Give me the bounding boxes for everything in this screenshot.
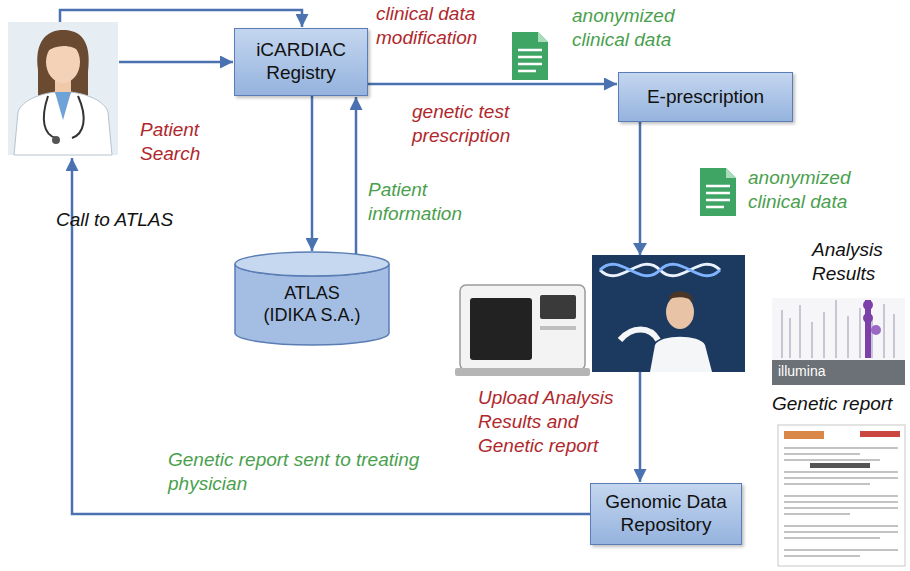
- repository-box: Genomic Data Repository: [590, 483, 742, 545]
- scientist-illustration-part: [668, 291, 694, 302]
- analysis-results-image-part: [772, 298, 905, 385]
- doctor-illustration-part: [8, 22, 118, 155]
- annotation-label: anonymized clinical data: [748, 166, 878, 214]
- node-text: (IDIKA S.A.): [263, 305, 360, 327]
- sequencer-illustration-part: [460, 285, 585, 370]
- document-icon: [512, 32, 548, 80]
- database-cylinder: ATLAS(IDIKA S.A.): [234, 252, 390, 345]
- analysis-results-image-part: [871, 325, 881, 335]
- genetic-report-image-part: [810, 463, 870, 468]
- flow-arrow: [355, 97, 358, 254]
- sequencer-illustration-part: [540, 326, 576, 330]
- registry-box: iCARDIAC Registry: [234, 28, 368, 96]
- sequencer-illustration-part: [455, 368, 590, 376]
- genetic-report-image-part: [860, 431, 900, 437]
- doctor-illustration-part: [46, 40, 80, 52]
- annotation-label: Genetic report: [772, 392, 906, 416]
- document-icon-part: [512, 32, 548, 80]
- flow-arrow: [311, 96, 314, 251]
- flow-arrowhead: [633, 243, 647, 255]
- annotation-label: anonymized clinical data: [572, 4, 702, 52]
- annotation-label: Analysis Results: [812, 238, 904, 286]
- annotation-label: illumina: [778, 363, 868, 381]
- scientist-illustration-part: [600, 264, 720, 276]
- document-icon: [700, 168, 736, 216]
- doctor-illustration-part: [37, 30, 88, 96]
- analysis-results-image-part: [782, 300, 894, 358]
- annotation-label: Patient Search: [140, 118, 232, 166]
- edge-label: genetic test prescription: [412, 100, 562, 148]
- document-icon-part: [518, 50, 542, 71]
- doctor-illustration-part: [14, 92, 112, 155]
- sequencer-illustration-part: [470, 298, 532, 360]
- cylinder-top: [235, 252, 389, 276]
- search-wire: [119, 61, 233, 64]
- doctor-illustration-part: [55, 92, 71, 120]
- document-icon-part: [700, 168, 736, 216]
- sequencer-illustration: [455, 285, 590, 376]
- analysis-results-image: [772, 298, 905, 385]
- process-box: E-prescription: [618, 72, 793, 122]
- node-text: Genomic Data Repository: [597, 491, 735, 537]
- node-text: iCARDIAC Registry: [241, 39, 361, 85]
- scientist-illustration-part: [666, 295, 694, 329]
- genetic-report-image-part: [784, 448, 898, 556]
- node-text: ATLAS: [284, 283, 340, 305]
- doctor-illustration-part: [44, 96, 84, 138]
- genetic-report-image-part: [784, 431, 824, 439]
- document-icon-part: [706, 186, 730, 207]
- annotation-label: clinical data modification: [376, 2, 551, 50]
- analysis-results-image-part: [863, 300, 873, 310]
- document-icon-part: [538, 32, 548, 42]
- edge-label: Call to ATLAS: [56, 208, 228, 232]
- scientist-illustration-part: [650, 337, 712, 372]
- node-text: E-prescription: [647, 86, 764, 109]
- doctor-illustration: [8, 22, 118, 155]
- sequencer-illustration-part: [540, 295, 576, 319]
- scientist-illustration: [592, 255, 745, 372]
- edge-label: Upload Analysis Results and Genetic repo…: [478, 386, 620, 457]
- analysis-results-image-part: [863, 313, 873, 323]
- genetic-report-image: [778, 425, 905, 566]
- edge-label: Patient information: [368, 178, 480, 226]
- analysis-results-image-part: [772, 360, 905, 385]
- genetic-report-image-part: [778, 425, 905, 566]
- doctor-illustration-part: [46, 41, 80, 83]
- scientist-illustration-part: [600, 264, 720, 276]
- annotation-label: Genetic report sent to treating physicia…: [168, 448, 468, 496]
- doctor-illustration-part: [52, 136, 60, 144]
- scientist-illustration-part: [620, 330, 658, 341]
- flow-arrowhead-part: [633, 243, 647, 255]
- document-icon-part: [726, 168, 736, 178]
- flow-arrow: [368, 83, 617, 86]
- scientist-illustration-part: [592, 255, 745, 372]
